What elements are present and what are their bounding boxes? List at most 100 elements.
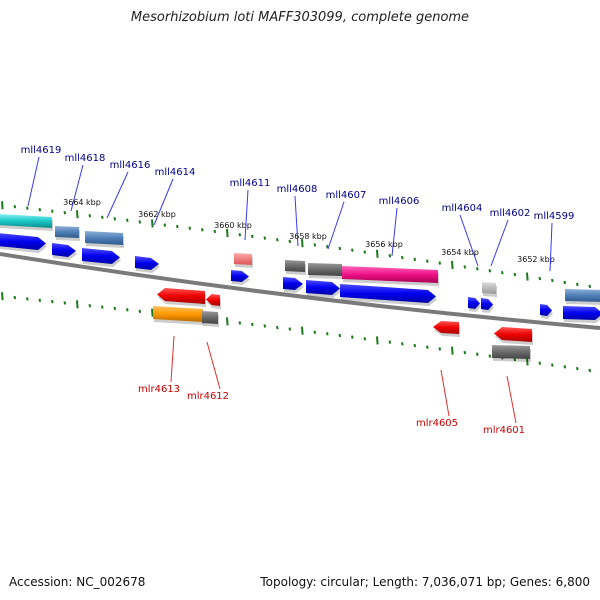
gene-arrow-7[interactable] [306, 280, 340, 295]
gene-mll4616-block[interactable] [85, 231, 123, 245]
minor-tick [401, 255, 404, 260]
gene-label-bottom[interactable]: mlr4612 [187, 391, 229, 402]
gene-label-leader [391, 207, 398, 257]
major-tick [301, 326, 304, 335]
minor-tick [13, 295, 17, 300]
gene-arrow-9[interactable] [468, 297, 480, 309]
minor-tick [351, 335, 354, 339]
gene-mlr4612-arrow[interactable] [206, 294, 220, 306]
minor-tick [63, 301, 67, 305]
minor-tick [501, 270, 504, 275]
gene-label-top[interactable]: mll4599 [534, 211, 575, 222]
gene-mlr4612-block[interactable] [202, 311, 218, 324]
gene-label-bottom[interactable]: mlr4613 [138, 384, 180, 395]
major-tick [151, 308, 154, 317]
minor-tick [513, 272, 517, 277]
genome-backbone [0, 252, 600, 330]
minor-tick [101, 305, 104, 309]
gene-label-top[interactable]: mll4608 [277, 184, 318, 195]
major-tick [451, 346, 454, 355]
scale-ticks-top [1, 201, 592, 289]
minor-tick [263, 236, 267, 240]
minor-tick [238, 321, 242, 325]
minor-tick [188, 226, 192, 230]
gene-label-leader [490, 219, 509, 267]
gene-arrow-8[interactable] [340, 284, 436, 303]
gene-arrow-3[interactable] [82, 248, 120, 264]
minor-tick [288, 327, 292, 331]
gene-label-top[interactable]: mll4619 [21, 145, 62, 156]
major-tick [1, 201, 4, 210]
gene-arrow-5[interactable] [231, 270, 249, 282]
gene-arrow-1[interactable] [0, 233, 46, 250]
major-tick [376, 336, 379, 345]
gene-label-leader [206, 341, 221, 390]
gene-label-top[interactable]: mll4611 [230, 178, 271, 189]
gene-label-top[interactable]: mll4606 [379, 196, 420, 207]
major-tick [226, 317, 229, 326]
gene-arrow-10[interactable] [481, 298, 493, 310]
gene-label-leader [294, 195, 299, 247]
minor-tick [238, 233, 242, 237]
gene-arrow-2[interactable] [52, 243, 76, 257]
minor-tick [313, 330, 317, 334]
gene-arrow-4[interactable] [135, 256, 159, 270]
gene-mll4606-block[interactable] [342, 266, 438, 283]
scale-ticks-bottom [1, 292, 592, 373]
minor-tick [276, 238, 279, 242]
gene-mll4607-block[interactable] [308, 263, 342, 276]
gene-label-top[interactable]: mll4604 [442, 203, 483, 214]
gene-label-top[interactable]: mll4602 [490, 208, 531, 219]
minor-tick [576, 366, 579, 371]
minor-tick [388, 253, 392, 258]
scale-label: 3664 kbp [63, 198, 101, 207]
gene-label-leader [549, 222, 553, 272]
gene-arrow-6[interactable] [283, 277, 303, 290]
minor-tick [426, 345, 429, 349]
minor-tick [326, 332, 329, 336]
minor-tick [538, 361, 542, 365]
gene-mlr4601-block[interactable] [492, 345, 530, 359]
gene-label-leader [244, 189, 249, 241]
gene-mlr4601-arrow[interactable] [494, 327, 532, 342]
gene-label-top[interactable]: mll4618 [65, 153, 106, 164]
gene-label-top[interactable]: mll4607 [326, 190, 367, 201]
gene-arrow-12[interactable] [563, 306, 600, 320]
gene-label-top[interactable]: mll4616 [110, 160, 151, 171]
minor-tick [588, 284, 592, 289]
gene-mlr4613-arrow[interactable] [157, 288, 205, 304]
minor-tick [176, 224, 179, 229]
scale-label: 3656 kbp [365, 240, 403, 249]
gene-mll4618-block[interactable] [55, 226, 79, 238]
minor-tick [338, 246, 342, 251]
gene-mll4599-block[interactable] [565, 289, 600, 302]
gene-label-top[interactable]: mll4614 [155, 167, 196, 178]
gene-label-bottom[interactable]: mlr4601 [483, 425, 525, 436]
gene-label-bottom[interactable]: mlr4605 [416, 418, 458, 429]
minor-tick [388, 340, 392, 344]
gene-mll4619-block[interactable] [0, 214, 52, 228]
gene-arrow-11[interactable] [540, 304, 552, 316]
minor-tick [288, 239, 292, 244]
gene-mll4602-block[interactable] [482, 282, 496, 294]
minor-tick [163, 223, 167, 227]
gene-mll4608-block[interactable] [285, 260, 305, 272]
minor-tick [488, 354, 492, 358]
minor-tick [476, 267, 479, 271]
minor-tick [463, 350, 467, 355]
major-tick [301, 239, 304, 248]
minor-tick [588, 368, 592, 373]
major-tick [226, 228, 229, 238]
minor-tick [251, 322, 254, 327]
minor-tick [363, 337, 367, 341]
minor-tick [51, 299, 54, 304]
minor-tick [126, 218, 129, 223]
gene-mlr4605-arrow[interactable] [433, 321, 459, 334]
minor-tick [563, 280, 567, 285]
gene-mlr4613-block[interactable] [153, 306, 203, 322]
gene-mll4611-block[interactable] [234, 253, 252, 265]
